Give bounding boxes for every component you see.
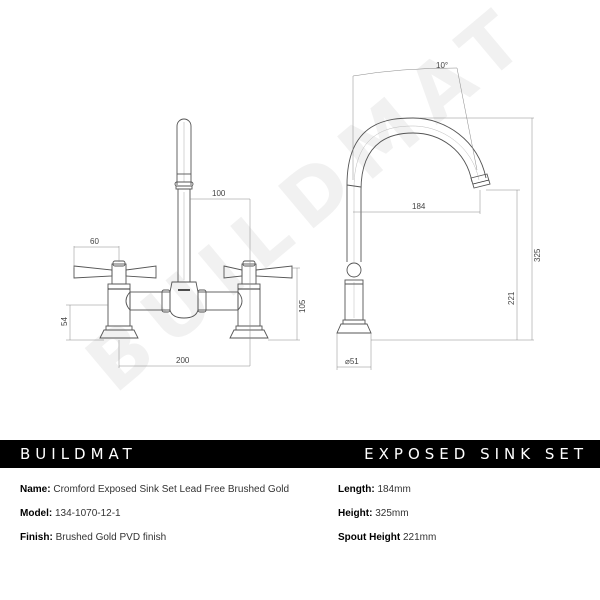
dim-handle-width: 60 [90,237,99,246]
front-dimensions [66,198,300,368]
spec-value: Brushed Gold PVD finish [55,532,167,543]
spec-value: 221mm [403,532,437,543]
title-banner: BUILDMAT EXPOSED SINK SET [0,440,600,468]
spec-label: Name: [20,484,51,495]
side-dimensions [336,67,534,370]
spec-value: Cromford Exposed Sink Set Lead Free Brus… [53,484,290,495]
spec-name: Name: Cromford Exposed Sink Set Lead Fre… [20,484,289,495]
spec-label: Spout Height [338,532,401,543]
spec-finish: Finish: Brushed Gold PVD finish [20,532,166,543]
watermark: BUILDMAT [69,0,549,409]
dim-spout-height: 221 [507,291,516,305]
spec-spout-height: Spout Height 221mm [338,532,436,543]
brand-name: BUILDMAT [20,445,137,463]
dim-spout-offset: 100 [212,189,226,198]
dim-centers: 200 [176,356,190,365]
spec-label: Length: [338,484,375,495]
spec-value: 325mm [375,508,409,519]
product-type: EXPOSED SINK SET [364,445,588,463]
dim-handle-height: 105 [298,299,307,313]
spec-length: Length: 184mm [338,484,411,495]
spec-height: Height: 325mm [338,508,409,519]
dim-base-diameter: ⌀51 [345,357,359,366]
spec-value: 184mm [377,484,411,495]
spec-model: Model: 134-1070-12-1 [20,508,121,519]
dim-angle: 10° [436,61,448,70]
dim-reach: 184 [412,202,426,211]
spec-label: Height: [338,508,373,519]
technical-drawing: BUILDMAT [60,0,549,409]
spec-label: Model: [20,508,53,519]
dim-base-height: 54 [60,317,69,326]
dim-total-height: 325 [533,248,542,262]
spec-value: 134-1070-12-1 [55,508,121,519]
spec-label: Finish: [20,532,53,543]
